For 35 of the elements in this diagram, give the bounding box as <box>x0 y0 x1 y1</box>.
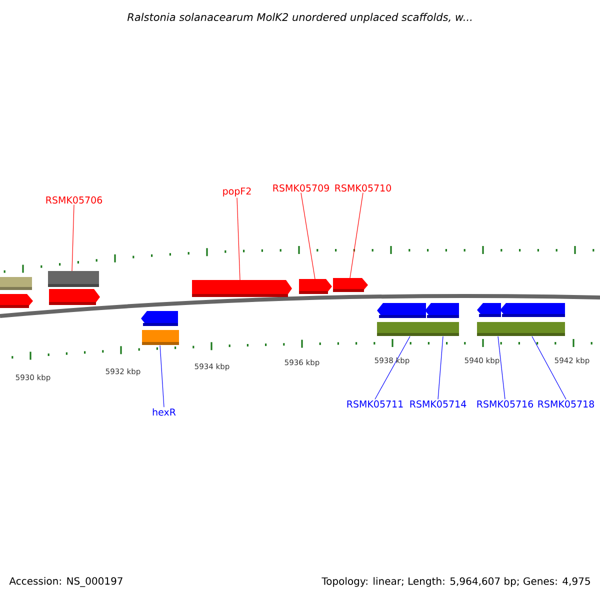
gene-label: RSMK05709 <box>273 184 329 192</box>
gene-feature <box>377 303 426 318</box>
gene-feature <box>0 294 33 308</box>
gene-label: RSMK05711 <box>347 400 403 408</box>
gene-feature <box>425 303 459 318</box>
gene-feature <box>299 279 332 294</box>
accession-text: Accession: NS_000197 <box>9 577 122 587</box>
leader-line <box>438 336 444 400</box>
title: Ralstonia solanacearum MolK2 unordered unplaced scaffolds, w... <box>127 12 472 24</box>
gene-label: RSMK05710 <box>335 184 391 192</box>
gene-label: RSMK05716 <box>477 400 534 408</box>
leader-line <box>236 197 240 280</box>
gene-label: hexR <box>152 408 176 416</box>
genome-summary: Topology: linear; Length: 5,964,607 bp; Genes: 4,975 <box>322 577 590 587</box>
gene-feature <box>49 289 100 305</box>
leader-line <box>300 192 316 280</box>
gene-bar <box>0 277 32 290</box>
leader-line <box>532 336 566 400</box>
gene-feature <box>477 303 501 317</box>
leader-line <box>350 192 364 278</box>
gene-label: RSMK05714 <box>410 400 466 408</box>
gene-bar <box>48 271 99 287</box>
gene-label: popF2 <box>223 187 251 197</box>
leader-line <box>72 204 74 272</box>
gene-label: RSMK05706 <box>46 196 102 204</box>
gene-feature <box>192 280 292 297</box>
gene-bar <box>477 322 565 336</box>
gene-feature <box>333 278 368 292</box>
gene-bar <box>142 330 179 345</box>
gene-label: RSMK05718 <box>538 400 594 408</box>
gene-feature <box>141 311 178 326</box>
gene-bar <box>377 322 459 336</box>
leader-line <box>498 336 506 400</box>
leader-line <box>374 336 410 400</box>
leader-line <box>160 345 164 408</box>
